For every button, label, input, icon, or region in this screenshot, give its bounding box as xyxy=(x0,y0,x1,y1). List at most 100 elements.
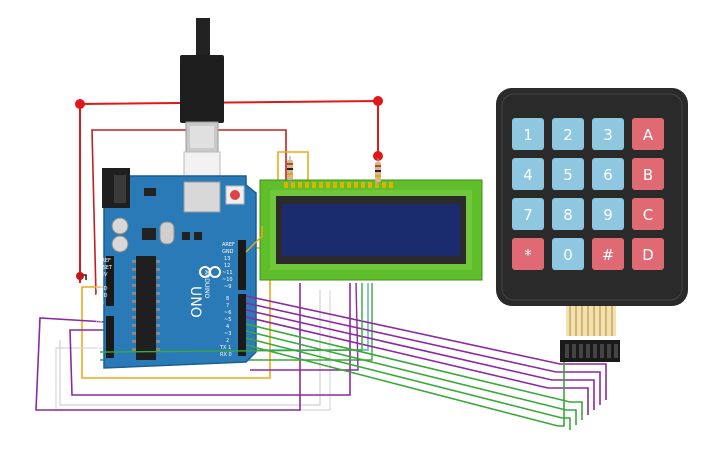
svg-text:4: 4 xyxy=(226,324,229,330)
arduino-model-text: UNO xyxy=(187,286,203,318)
svg-text:~9: ~9 xyxy=(224,284,231,290)
svg-text:13: 13 xyxy=(224,256,230,262)
svg-text:Vin: Vin xyxy=(96,300,104,306)
svg-text:RX 0: RX 0 xyxy=(220,352,232,358)
svg-text:3.3V: 3.3V xyxy=(96,272,108,278)
power-header xyxy=(106,256,114,306)
keypad-key-label: 2 xyxy=(563,126,573,144)
keypad-key-label: 6 xyxy=(603,166,613,184)
svg-text:A2: A2 xyxy=(96,332,103,338)
resistor-icon[interactable] xyxy=(375,158,381,186)
svg-text:A0: A0 xyxy=(96,318,103,324)
keypad-key-label: 0 xyxy=(563,246,573,264)
crystal xyxy=(159,221,175,245)
svg-text:8: 8 xyxy=(226,296,229,302)
purple-wire-keypad[interactable] xyxy=(245,309,595,410)
svg-text:~6: ~6 xyxy=(224,310,231,316)
keypad-key-8[interactable]: 8 xyxy=(552,198,584,230)
capacitor xyxy=(111,235,129,253)
svg-text:12: 12 xyxy=(224,263,230,269)
capacitor xyxy=(111,217,129,235)
purple-wire-keypad[interactable] xyxy=(245,295,607,400)
keypad-key-label: 4 xyxy=(523,166,533,184)
keypad-key-label: 1 xyxy=(523,126,533,144)
keypad-key-9[interactable]: 9 xyxy=(592,198,624,230)
purple-wire-a0[interactable] xyxy=(35,283,301,411)
green-wire-keypad[interactable] xyxy=(245,330,577,425)
purple-wire-a1[interactable] xyxy=(69,283,351,396)
svg-text:IOREF: IOREF xyxy=(96,258,111,264)
green-wire-keypad[interactable] xyxy=(245,344,565,427)
svg-text:AREF: AREF xyxy=(222,242,235,248)
svg-text:TX 1: TX 1 xyxy=(219,345,231,351)
usb-cable-icon[interactable] xyxy=(180,18,224,183)
svg-text:A1: A1 xyxy=(96,325,103,331)
svg-text:GND: GND xyxy=(96,293,108,299)
purple-wire-lcd[interactable] xyxy=(250,282,359,371)
keypad-key-C[interactable]: C xyxy=(632,198,664,230)
keypad-key-B[interactable]: B xyxy=(632,158,664,190)
power-pin-labels: IOREF RESET 3.3V 5V GND GND Vin xyxy=(96,258,113,306)
arduino-uno-board[interactable]: ARDUINO UNO IOREF RESET 3.3V 5V GND GND … xyxy=(96,168,257,369)
lcd-pin-header xyxy=(284,182,393,188)
purple-wire-keypad[interactable] xyxy=(245,316,589,415)
arduino-brand-text: ARDUINO xyxy=(203,270,210,299)
svg-text:GND: GND xyxy=(96,286,108,292)
svg-text:A5: A5 xyxy=(96,353,103,359)
wires-front xyxy=(99,226,607,430)
keypad-key-4[interactable]: 4 xyxy=(512,158,544,190)
analog-header xyxy=(106,316,114,358)
wire-joint[interactable] xyxy=(373,96,383,106)
digital-pin-labels: AREF GND 13 12 ~11 ~10 ~9 8 7 ~6 ~5 4 ~3… xyxy=(219,242,235,358)
keypad-key-0[interactable]: 0 xyxy=(552,238,584,270)
keypad-keys: 1 2 3 A 4 5 6 B 7 8 9 C * 0 # D xyxy=(512,118,664,270)
keypad-key-6[interactable]: 6 xyxy=(592,158,624,190)
usb-port xyxy=(183,181,221,213)
arduino-infinity-logo xyxy=(199,266,221,278)
resistor-icon[interactable] xyxy=(287,156,293,186)
digital-header-top xyxy=(238,240,246,290)
lcd-display[interactable] xyxy=(259,179,483,281)
keypad-key-label: # xyxy=(602,246,615,264)
analog-pin-labels: A0 A1 A2 A3 A4 A5 xyxy=(96,318,103,359)
yellow-wire-lcd[interactable] xyxy=(245,226,263,253)
keypad-key-5[interactable]: 5 xyxy=(552,158,584,190)
red-wire-top[interactable] xyxy=(79,99,379,283)
purple-wire-keypad[interactable] xyxy=(245,302,601,405)
keypad-key-label: 9 xyxy=(603,206,613,224)
gray-wire-2[interactable] xyxy=(59,290,321,406)
keypad-key-label: 7 xyxy=(523,206,533,224)
svg-text:GND: GND xyxy=(222,249,234,255)
keypad-key-label: * xyxy=(524,246,532,264)
svg-text:~3: ~3 xyxy=(224,331,231,337)
keypad-key-7[interactable]: 7 xyxy=(512,198,544,230)
keypad-key-A[interactable]: A xyxy=(632,118,664,150)
keypad-key-2[interactable]: 2 xyxy=(552,118,584,150)
keypad-key-3[interactable]: 3 xyxy=(592,118,624,150)
svg-text:A4: A4 xyxy=(96,346,103,352)
keypad-key-label: 3 xyxy=(603,126,613,144)
keypad-key-label: 5 xyxy=(563,166,573,184)
keypad-key-label: 8 xyxy=(563,206,573,224)
green-wire-keypad[interactable] xyxy=(245,337,571,430)
keypad-key-label: D xyxy=(642,246,654,264)
keypad-key-label: A xyxy=(643,126,654,144)
svg-text:2: 2 xyxy=(226,338,229,344)
wire-joint[interactable] xyxy=(76,272,84,280)
digital-header-bottom xyxy=(238,294,246,356)
keypad-key-star[interactable]: * xyxy=(512,238,544,270)
green-wire-keypad[interactable] xyxy=(245,323,583,420)
keypad-key-D[interactable]: D xyxy=(632,238,664,270)
keypad-key-hash[interactable]: # xyxy=(592,238,624,270)
wire-joint[interactable] xyxy=(373,151,383,161)
keypad-key-1[interactable]: 1 xyxy=(512,118,544,150)
wire-joint[interactable] xyxy=(75,99,85,109)
atmega-chip xyxy=(136,256,156,360)
svg-text:~5: ~5 xyxy=(224,317,231,323)
orange-wire-resistor[interactable] xyxy=(277,151,309,186)
keypad-key-label: C xyxy=(643,206,653,224)
svg-text:~10: ~10 xyxy=(222,277,233,283)
green-wire-lcd-data[interactable] xyxy=(99,283,363,353)
keypad-key-label: B xyxy=(643,166,653,184)
